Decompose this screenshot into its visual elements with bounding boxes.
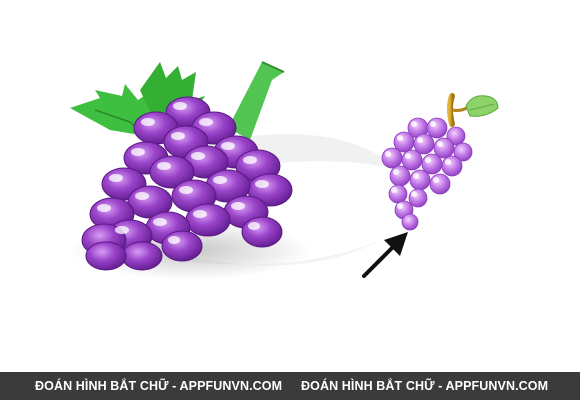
arrow-icon <box>362 232 408 278</box>
footer-bar: ĐOÁN HÌNH BẮT CHỮ - APPFUNVN.COM ĐOÁN HÌ… <box>0 372 580 400</box>
grape-cluster-icon <box>70 61 310 280</box>
footer-watermark-left: ĐOÁN HÌNH BẮT CHỮ - APPFUNVN.COM <box>35 379 283 393</box>
grape-cluster-small-icon <box>381 93 499 231</box>
footer-watermark-right: ĐOÁN HÌNH BẮT CHỮ - APPFUNVN.COM <box>301 379 549 393</box>
puzzle-image <box>70 61 499 280</box>
